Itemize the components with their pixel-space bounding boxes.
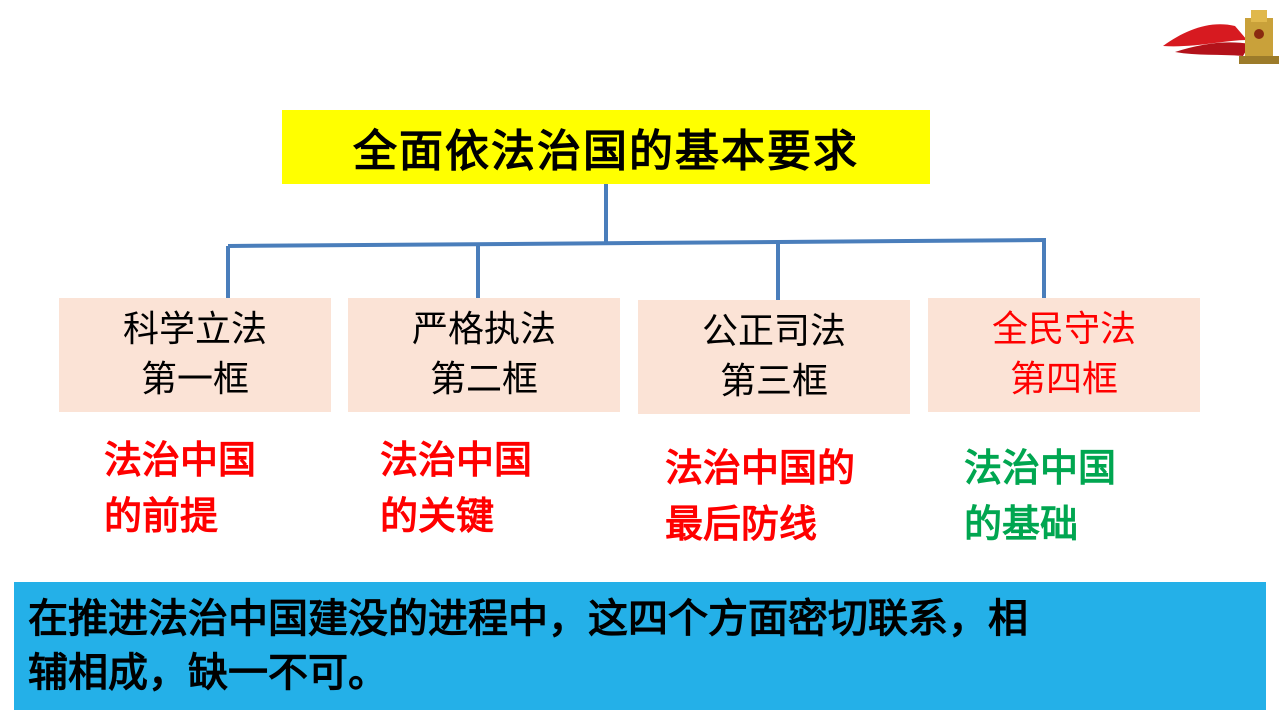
pillar-frame: 第一框: [140, 359, 249, 400]
pillar-frame: 第四框: [1009, 359, 1118, 400]
summary-line-1: 在推进法治中国建没的进程中，这四个方面密切联系，相: [28, 596, 1028, 642]
role-line: 法治中国: [964, 446, 1117, 490]
role-line: 法治中国的: [665, 446, 856, 490]
pillar-box-3: 公正司法 第三框: [638, 300, 910, 414]
pillar-name: 公正司法: [701, 311, 846, 352]
pillar-frame: 第三框: [719, 361, 828, 402]
role-line: 法治中国: [104, 438, 257, 482]
pillar-box-2: 严格执法 第二框: [348, 298, 620, 412]
pillar-name: 科学立法: [122, 309, 267, 350]
summary-box: 在推进法治中国建没的进程中，这四个方面密切联系，相 辅相成，缺一不可。: [14, 582, 1266, 710]
pillar-box-1: 科学立法 第一框: [59, 298, 331, 412]
flag-emblem-icon: [1163, 10, 1279, 64]
pillar-frame: 第二框: [429, 359, 538, 400]
role-text-1: 法治中国 的前提: [104, 432, 256, 544]
role-text-3: 法治中国的 最后防线: [665, 440, 855, 552]
pillar-box-4: 全民守法 第四框: [928, 298, 1200, 412]
role-text-2: 法治中国 的关键: [380, 432, 532, 544]
role-line: 法治中国: [380, 438, 533, 482]
role-line: 的基础: [964, 502, 1079, 546]
summary-line-2: 辅相成，缺一不可。: [28, 650, 388, 696]
role-text-4: 法治中国 的基础: [964, 440, 1116, 552]
role-line: 最后防线: [665, 502, 818, 546]
role-line: 的关键: [380, 494, 495, 538]
horizontal-bar: [227, 238, 1047, 248]
role-line: 的前提: [104, 494, 219, 538]
pillar-name: 全民守法: [991, 309, 1136, 350]
pillar-name: 严格执法: [411, 309, 556, 350]
diagram-title: 全面依法治国的基本要求: [282, 110, 930, 184]
